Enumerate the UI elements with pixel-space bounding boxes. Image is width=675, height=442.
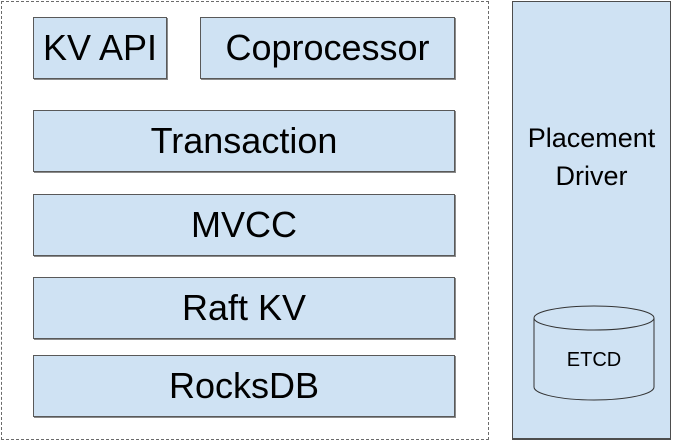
placement-driver-title-line1: Placement: [527, 123, 656, 153]
kv-api-label: KV API: [42, 27, 158, 68]
placement-driver-title: Placement Driver: [513, 119, 670, 195]
placement-driver-title-line2: Driver: [555, 161, 628, 191]
raft-kv-box: Raft KV: [33, 277, 455, 339]
mvcc-box: MVCC: [33, 194, 455, 256]
etcd-label: ETCD: [566, 349, 622, 371]
coprocessor-label: Coprocessor: [225, 27, 430, 68]
kv-api-box: KV API: [33, 17, 167, 79]
rocksdb-box: RocksDB: [33, 355, 455, 417]
mvcc-label: MVCC: [191, 204, 297, 245]
database-cylinder-icon: [533, 305, 655, 401]
rocksdb-label: RocksDB: [168, 365, 320, 406]
tikv-node-frame: [1, 1, 489, 440]
raft-kv-label: Raft KV: [181, 287, 307, 328]
transaction-label: Transaction: [150, 120, 338, 161]
coprocessor-box: Coprocessor: [200, 17, 455, 79]
cylinder-top: [533, 305, 655, 331]
cylinder-body: [533, 318, 655, 401]
transaction-box: Transaction: [33, 110, 455, 172]
